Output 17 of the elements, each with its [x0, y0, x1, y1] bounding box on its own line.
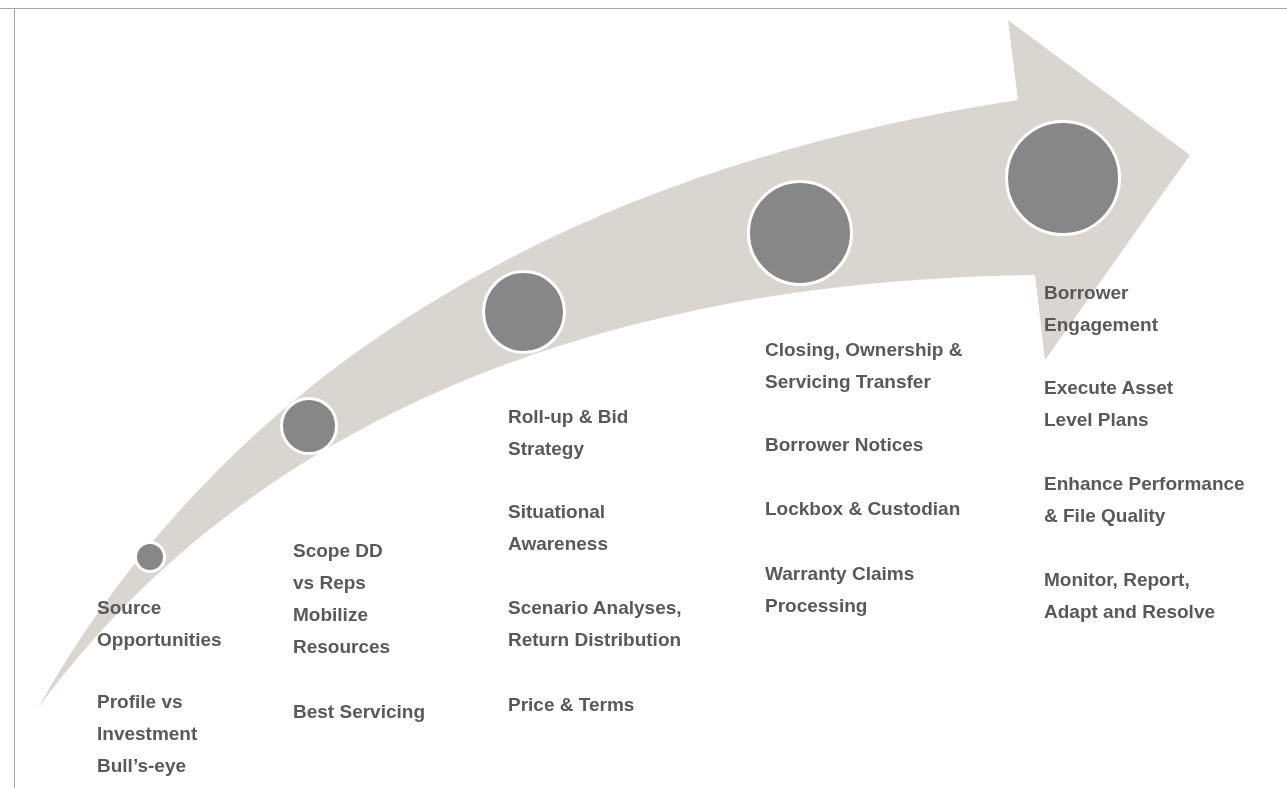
- step-label: Profile vs Investment Bull’s-eye: [97, 690, 199, 778]
- step-label: Monitor, Report, Adapt and Resolve: [1044, 568, 1217, 624]
- step-label: Borrower Notices: [765, 433, 925, 457]
- step-label: Best Servicing: [293, 700, 426, 724]
- step-label: Scenario Analyses, Return Distribution: [508, 596, 683, 652]
- step-label: Borrower Engagement: [1044, 281, 1160, 337]
- step-label: Execute Asset Level Plans: [1044, 376, 1175, 432]
- step-label: Price & Terms: [508, 693, 636, 717]
- step-label: Enhance Performance & File Quality: [1044, 472, 1246, 528]
- step-label: Warranty Claims Processing: [765, 562, 916, 618]
- step-label: Scope DD vs Reps: [293, 539, 384, 595]
- step-label: Lockbox & Custodian: [765, 497, 962, 521]
- step-label: Closing, Ownership & Servicing Transfer: [765, 338, 964, 394]
- step-label: Mobilize Resources: [293, 603, 392, 659]
- step-label: Situational Awareness: [508, 500, 609, 556]
- step-label: Source Opportunities: [97, 596, 223, 652]
- step-label: Roll-up & Bid Strategy: [508, 405, 630, 461]
